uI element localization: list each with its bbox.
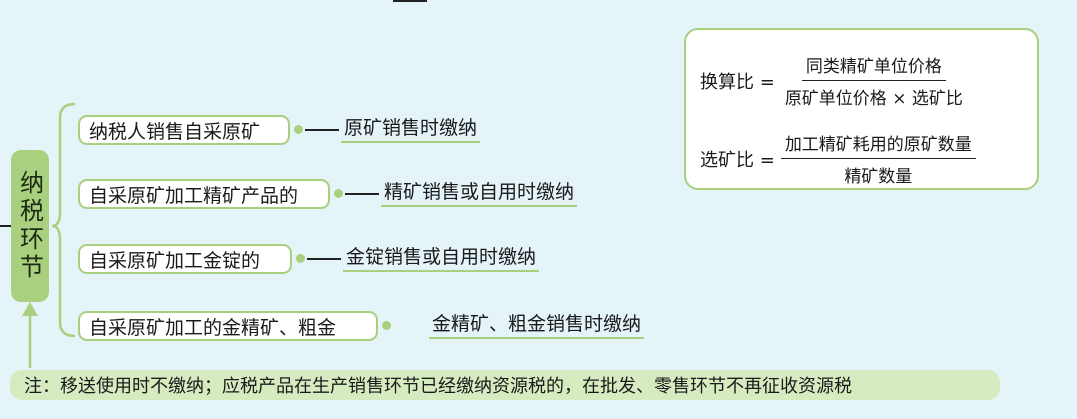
formula-2-numerator: 加工精矿耗用的原矿数量 xyxy=(780,130,976,159)
branch-node-1: 纳税人销售自采原矿 xyxy=(78,115,290,145)
branch-dot-4 xyxy=(382,321,391,330)
branch-dot-1 xyxy=(294,125,303,134)
formula-box: 换算比 = 同类精矿单位价格 原矿单位价格 × 选矿比 选矿比 = 加工精矿耗用… xyxy=(684,28,1039,190)
note-banner: 注：移送使用时不缴纳；应税产品在生产销售环节已经缴纳资源税的，在批发、零售环节不… xyxy=(10,370,1000,400)
root-label: 纳税环节 xyxy=(15,170,44,282)
branch-node-1-label: 纳税人销售自采原矿 xyxy=(89,120,261,143)
branch-node-3: 自采原矿加工金锭的 xyxy=(78,244,292,274)
branch-leaf-3: 金锭销售或自用时缴纳 xyxy=(343,244,540,272)
formula-1-denominator: 原矿单位价格 × 选矿比 xyxy=(784,89,963,109)
branch-dot-2 xyxy=(334,189,343,198)
formula-1-fraction: 同类精矿单位价格 原矿单位价格 × 选矿比 xyxy=(781,52,967,109)
formula-2-fraction: 加工精矿耗用的原矿数量 精矿数量 xyxy=(780,130,976,187)
formula-2-denominator: 精矿数量 xyxy=(844,167,913,187)
formula-conversion-ratio: 换算比 = 同类精矿单位价格 原矿单位价格 × 选矿比 xyxy=(700,52,967,109)
branch-leaf-2: 精矿销售或自用时缴纳 xyxy=(381,179,578,207)
branch-node-4-label: 自采原矿加工的金精矿、粗金 xyxy=(89,316,337,339)
branch-node-2: 自采原矿加工精矿产品的 xyxy=(78,179,330,209)
branch-leaf-1: 原矿销售时缴纳 xyxy=(341,115,481,143)
branch-node-3-label: 自采原矿加工金锭的 xyxy=(89,249,261,272)
formula-dressing-ratio: 选矿比 = 加工精矿耗用的原矿数量 精矿数量 xyxy=(700,130,976,187)
branch-dot-3 xyxy=(296,254,305,263)
branch-dash-2 xyxy=(345,193,379,195)
formula-2-lhs: 选矿比 = xyxy=(700,149,775,171)
formula-1-numerator: 同类精矿单位价格 xyxy=(801,52,946,81)
branch-dash-4 xyxy=(393,0,427,2)
branch-node-4: 自采原矿加工的金精矿、粗金 xyxy=(78,311,378,341)
formula-1-lhs: 换算比 = xyxy=(700,71,775,93)
note-text: 注：移送使用时不缴纳；应税产品在生产销售环节已经缴纳资源税的，在批发、零售环节不… xyxy=(24,376,852,397)
root-node: 纳税环节 xyxy=(11,150,49,302)
branch-dash-3 xyxy=(307,258,341,260)
branch-node-2-label: 自采原矿加工精矿产品的 xyxy=(89,184,299,207)
branch-dash-1 xyxy=(305,129,339,131)
branch-leaf-4: 金精矿、粗金销售时缴纳 xyxy=(429,311,645,339)
